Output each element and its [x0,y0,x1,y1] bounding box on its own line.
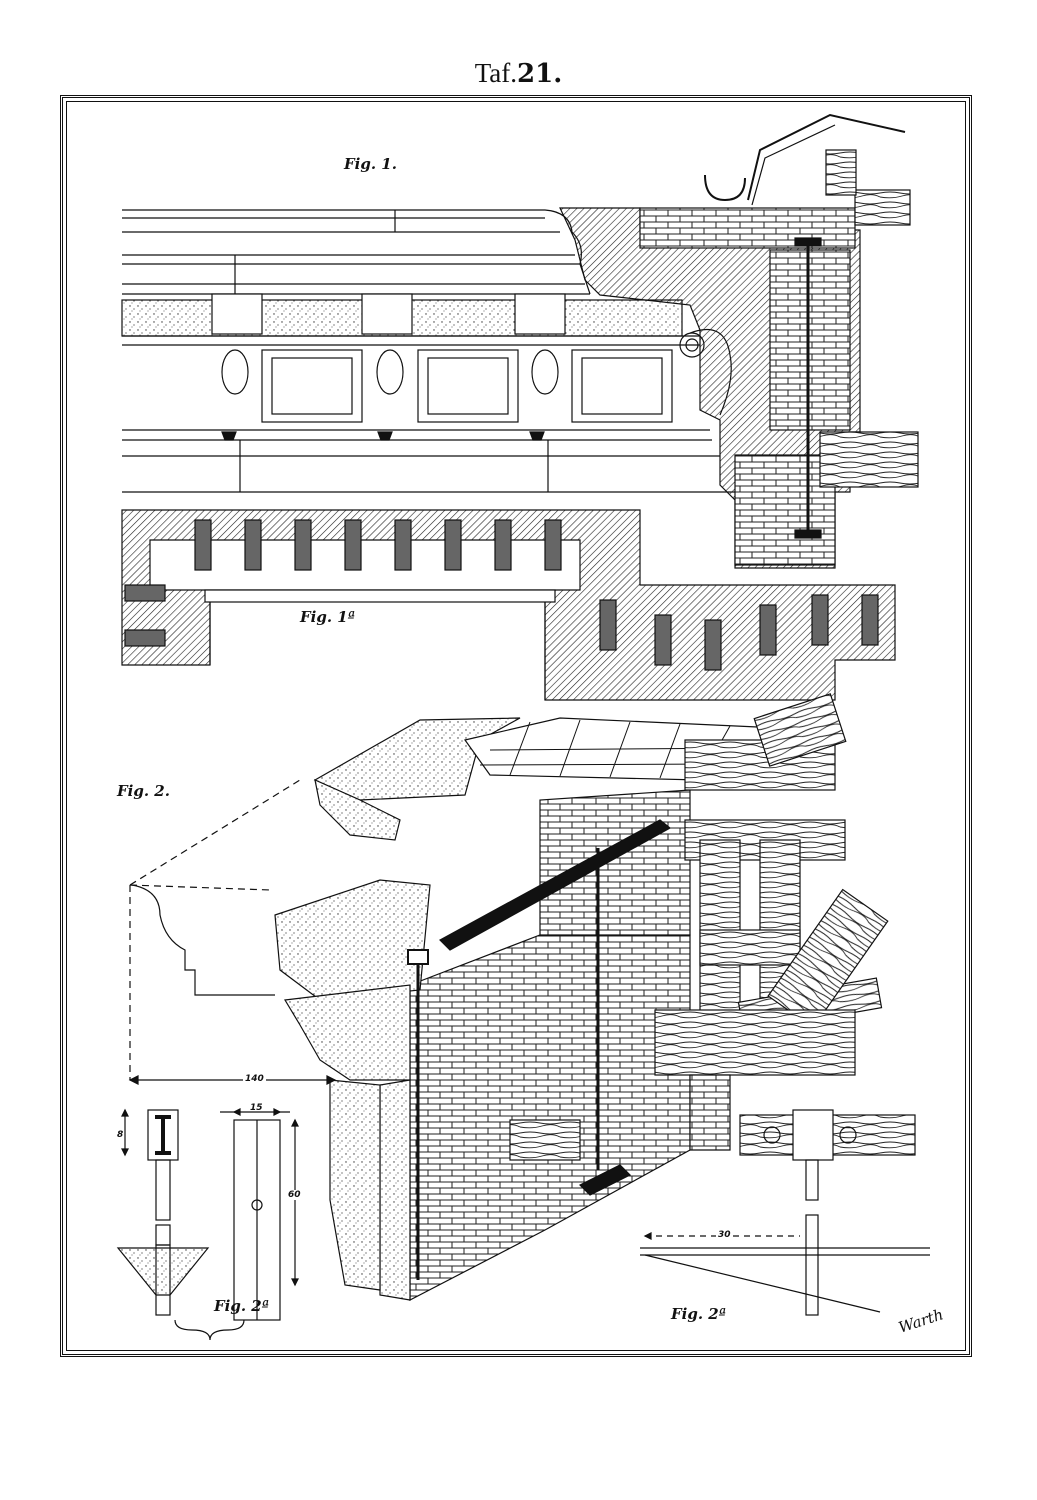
fig2-label: Fig. 2. [117,782,170,800]
fig2a-left-label: Fig. 2ª [214,1297,270,1315]
fig2a-anchor-detail [116,1108,299,1341]
fig1a-plan [121,509,896,701]
plate-frame-inner [66,101,966,1351]
dimension-rod-length: 30 [716,1230,733,1240]
fig2-isometric-cutaway [128,693,889,1301]
fig1-cornice-elevation [121,209,735,493]
dimension-plate-height: 60 [288,1190,301,1200]
fig2a-right-label: Fig. 2ª [671,1305,727,1323]
plate-number: 21. [517,59,563,89]
fig1a-label: Fig. 1ª [297,608,359,626]
plate-frame-outer [60,95,972,1357]
fig1-cornice-section [559,113,919,569]
fig1-label: Fig. 1. [344,155,397,173]
plate-title: Taf.21. [0,58,1037,89]
dimension-overall-width: 140 [243,1074,266,1084]
plate-prefix: Taf. [474,58,518,88]
dimension-bolt-head: 8 [117,1130,124,1140]
dimension-plate-width: 15 [250,1103,263,1113]
